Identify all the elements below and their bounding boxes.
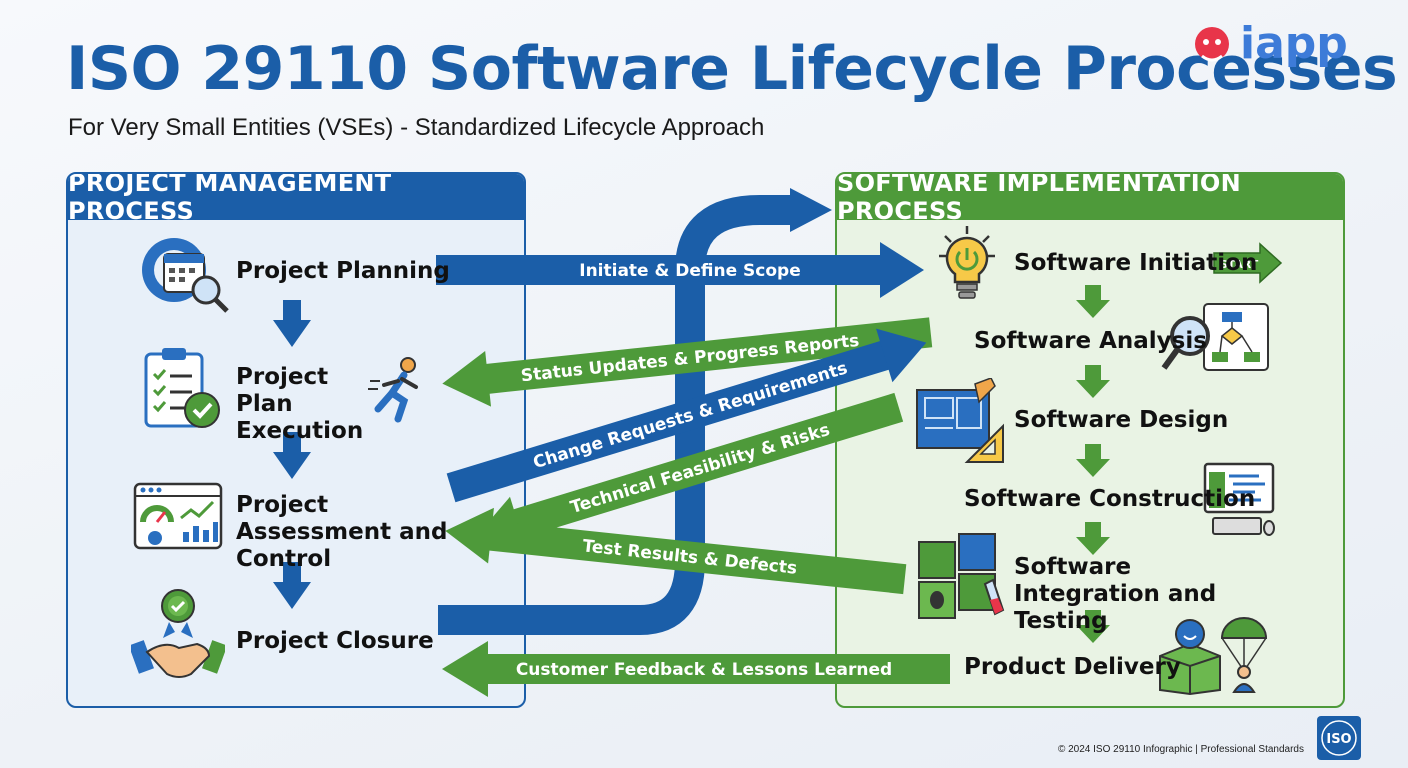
copyright-text: © 2024 ISO 29110 Infographic | Professio…: [1057, 744, 1304, 755]
si-step-software-initiation: Software Initiation: [1014, 250, 1257, 277]
flow-initiate: Initiate & Define Scope: [436, 242, 924, 298]
step-label: Project Plan Execution: [236, 364, 364, 444]
flow-label: Customer Feedback & Lessons Learned: [516, 660, 892, 680]
box-parachute-icon: [1159, 617, 1268, 696]
flow-label: Initiate & Define Scope: [579, 261, 801, 281]
step-label: Product Delivery: [964, 654, 1181, 680]
closure-loop-arrowhead: [790, 188, 832, 232]
clipboard-checklist-icon: [144, 348, 220, 428]
start-label: START: [1220, 258, 1259, 271]
iapp-logo: iapp: [1195, 18, 1348, 68]
pm-step-project-plan-execution: Project Plan Execution: [236, 364, 372, 445]
project-management-heading: PROJECT MANAGEMENT PROCESS: [68, 174, 524, 225]
page-title: ISO 29110 Software Lifecycle Processes: [66, 34, 1398, 104]
pm-step-project-planning: Project Planning: [236, 258, 450, 285]
step-label: Project Planning: [236, 258, 450, 284]
blueprint-pencil-icon: [916, 378, 1004, 463]
pm-step-project-assessment-control: Project Assessment and Control: [236, 492, 456, 573]
pm-step-project-closure: Project Closure: [236, 628, 434, 655]
computer-code-icon: [1203, 462, 1275, 536]
si-step-software-analysis: Software Analysis: [974, 328, 1207, 355]
step-label: Software Analysis: [974, 328, 1207, 354]
si-step-software-design: Software Design: [1014, 407, 1228, 434]
iso-badge-text: ISO: [1326, 732, 1351, 747]
si-step-product-delivery: Product Delivery: [964, 654, 1181, 681]
si-step-software-integration-testing: Software Integration and Testing: [1014, 554, 1234, 635]
gear-calendar-magnifier-icon: [142, 238, 229, 313]
si-down-arrows: [1076, 285, 1110, 643]
step-label: Software Initiation: [1014, 250, 1258, 276]
dashboard-chart-icon: [133, 482, 223, 550]
magnifier-flowchart-icon: [1161, 303, 1269, 371]
step-label: Software Integration and Testing: [1014, 554, 1217, 634]
step-label: Project Closure: [236, 628, 434, 654]
handshake-award-icon: [131, 589, 225, 678]
lightbulb-power-icon: [939, 226, 995, 299]
step-label: Project Assessment and Control: [236, 492, 448, 572]
step-label: Software Design: [1014, 407, 1229, 433]
flow-customer-feedback: Customer Feedback & Lessons Learned: [442, 641, 950, 697]
pm-down-arrows: [273, 300, 311, 609]
iso-badge-icon: ISO: [1317, 716, 1361, 760]
step-label: Software Construction: [964, 486, 1256, 512]
running-person-icon: [368, 357, 418, 423]
start-arrow: START: [1213, 242, 1283, 284]
si-step-software-construction: Software Construction: [964, 486, 1255, 513]
puzzle-testing-icon: [918, 533, 1005, 619]
page-subtitle: For Very Small Entities (VSEs) - Standar…: [68, 114, 765, 141]
logo-text: iapp: [1240, 18, 1348, 68]
